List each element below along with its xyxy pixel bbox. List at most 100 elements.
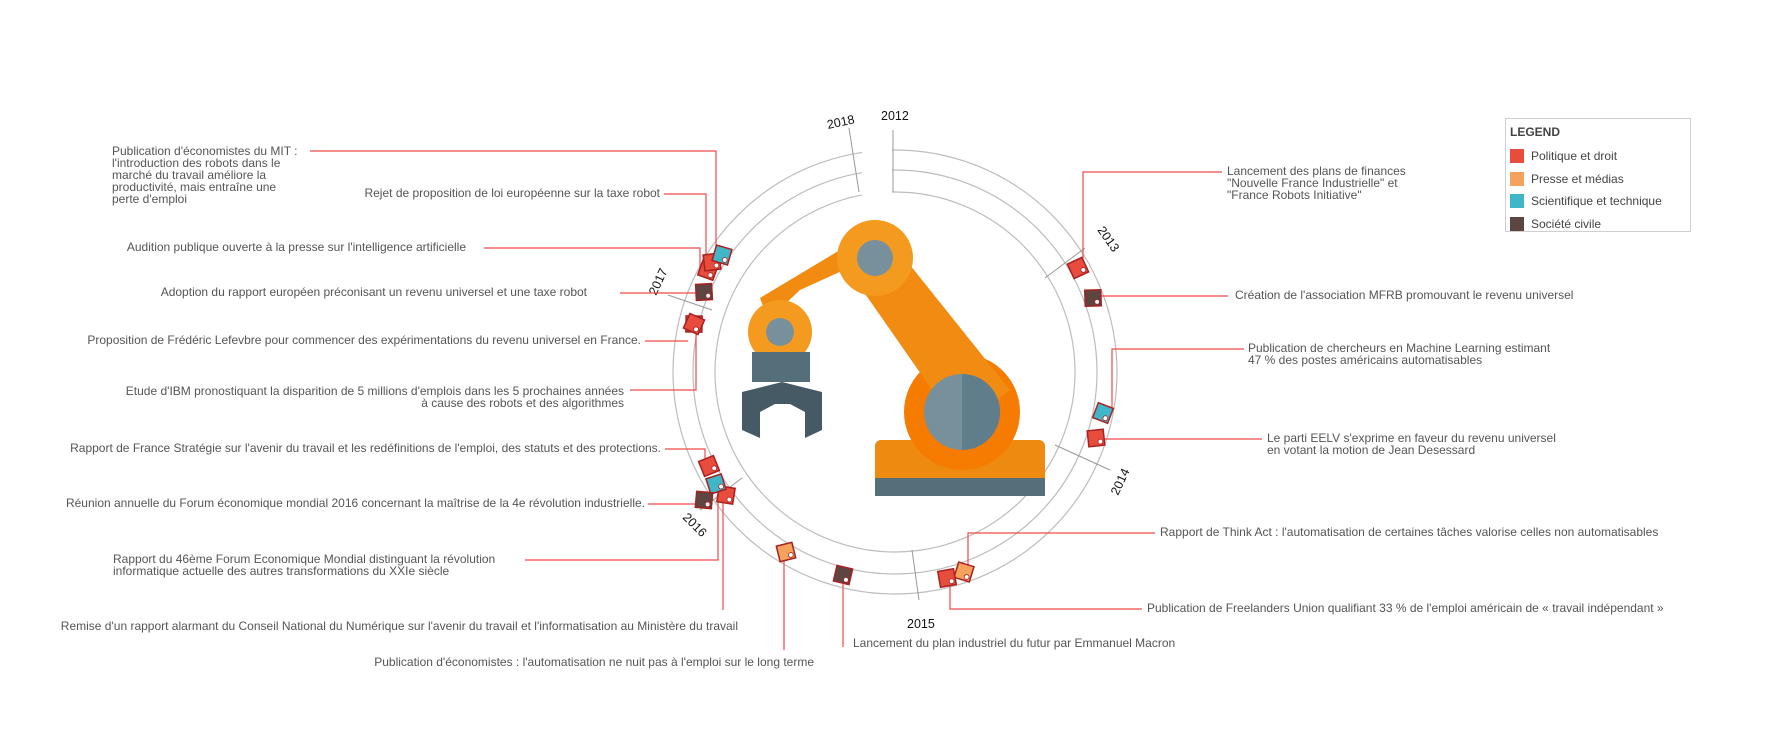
event-marker-e11[interactable] [694, 490, 714, 510]
robot-arm-icon [742, 220, 1045, 496]
legend-item-politique: Politique et droit [1510, 145, 1686, 168]
middle-ring [692, 169, 1098, 575]
year-2012: 2012 [881, 109, 909, 123]
event-marker-e5[interactable] [953, 561, 975, 583]
event-label-line: Publication de chercheurs en Machine Lea… [1248, 341, 1551, 355]
event-label-line: Rapport du 46ème Forum Economique Mondia… [113, 552, 495, 566]
legend-label: Scientifique et technique [1531, 194, 1662, 209]
event-label-e16: Audition publique ouverte à la presse su… [127, 240, 466, 254]
leader-line-e5 [967, 532, 1155, 568]
event-marker-e18[interactable] [711, 244, 733, 266]
event-label-e6: Publication de Freelanders Union qualifi… [1147, 601, 1664, 615]
leader-lines [310, 150, 1262, 650]
event-label-line: Lancement des plans de finances [1227, 164, 1406, 178]
event-label-e10: Rapport du 46ème Forum Economique Mondia… [113, 552, 495, 578]
event-marker-e2[interactable] [1083, 288, 1103, 308]
event-label-line: "Nouvelle France Industrielle" et [1227, 176, 1398, 190]
outer-ring [672, 149, 1118, 595]
leader-line-e17 [664, 193, 707, 258]
legend-label: Politique et droit [1531, 149, 1618, 164]
event-marker-e10[interactable] [704, 472, 728, 496]
leader-line-e13 [630, 330, 697, 391]
event-label-line: Lancement du plan industriel du futur pa… [853, 636, 1175, 650]
event-marker-e1[interactable] [1066, 256, 1090, 280]
event-marker-e8[interactable] [775, 541, 797, 563]
event-label-line: Le parti EELV s'exprime en faveur du rev… [1267, 431, 1556, 445]
event-marker-e6[interactable] [936, 567, 958, 589]
event-marker-e12[interactable] [697, 454, 721, 478]
year-2015: 2015 [907, 617, 935, 631]
event-label-e13: Etude d'IBM pronostiquant la disparition… [126, 384, 624, 410]
event-label-line: productivité, mais entraîne une [112, 180, 276, 194]
event-label-line: Création de l'association MFRB promouvan… [1235, 288, 1573, 302]
legend-box: LEGEND Politique et droit Presse et médi… [1505, 118, 1691, 232]
year-ticks [667, 127, 1111, 601]
event-label-e9: Remise d'un rapport alarmant du Conseil … [61, 619, 738, 633]
event-marker-e15[interactable] [694, 282, 714, 302]
tick-2013 [1044, 247, 1086, 279]
event-label-line: "France Robots Initiative" [1227, 188, 1362, 202]
event-label-e8: Publication d'économistes : l'automatisa… [374, 655, 814, 669]
leader-line-e3 [1111, 348, 1244, 410]
inner-ring [714, 191, 1076, 553]
event-marker-e3[interactable] [1091, 401, 1115, 425]
leader-line-e1 [1082, 171, 1222, 265]
event-label-e4: Le parti EELV s'exprime en faveur du rev… [1267, 431, 1556, 457]
event-label-line: marché du travail améliore la [112, 168, 266, 182]
event-marker-e7[interactable] [832, 564, 854, 586]
event-label-line: Publication de Freelanders Union qualifi… [1147, 601, 1664, 615]
event-label-line: Adoption du rapport européen préconisant… [161, 285, 588, 299]
legend-item-presse: Presse et médias [1510, 168, 1686, 191]
leader-line-e6 [949, 582, 1142, 610]
legend-item-societe: Société civile [1510, 213, 1686, 236]
leader-line-e10 [525, 490, 719, 561]
event-labels: Lancement des plans de finances"Nouvelle… [61, 144, 1664, 669]
leader-line-e16 [484, 247, 701, 268]
legend-label: Société civile [1531, 216, 1602, 231]
event-markers [682, 244, 1115, 589]
event-label-line: Remise d'un rapport alarmant du Conseil … [61, 619, 738, 633]
tick-2017 [667, 294, 713, 311]
event-label-e2: Création de l'association MFRB promouvan… [1235, 288, 1573, 302]
event-label-e14: Proposition de Frédéric Lefevbre pour co… [87, 333, 641, 347]
event-label-e17: Rejet de proposition de loi européenne s… [364, 186, 660, 200]
legend-title: LEGEND [1510, 125, 1561, 139]
year-2013: 2013 [1095, 224, 1122, 255]
event-label-line: Audition publique ouverte à la presse su… [127, 240, 466, 254]
event-label-line: Publication d'économistes du MIT : [112, 144, 298, 158]
tick-2015 [911, 549, 920, 601]
tick-2014 [1054, 444, 1111, 471]
event-label-line: Publication d'économistes : l'automatisa… [374, 655, 814, 669]
event-label-line: Proposition de Frédéric Lefevbre pour co… [87, 333, 641, 347]
tick-2018 [848, 127, 860, 193]
event-label-e12: Rapport de France Stratégie sur l'avenir… [70, 441, 661, 455]
year-2016: 2016 [680, 510, 710, 540]
legend-swatch [1510, 194, 1524, 209]
event-marker-e14[interactable] [682, 312, 706, 336]
event-label-line: à cause des robots et des algorithmes [421, 396, 624, 410]
leader-line-e18 [310, 150, 717, 250]
event-label-line: 47 % des postes américains automatisable… [1248, 353, 1482, 367]
event-label-line: en votant la motion de Jean Desessard [1267, 443, 1475, 457]
event-label-e3: Publication de chercheurs en Machine Lea… [1248, 341, 1551, 367]
year-gap [862, 140, 892, 200]
event-label-line: Rapport de Think Act : l'automatisation … [1160, 525, 1658, 539]
event-label-line: Rejet de proposition de loi européenne s… [364, 186, 660, 200]
year-2014: 2014 [1108, 466, 1132, 497]
legend-swatch [1510, 149, 1524, 164]
event-marker-e4[interactable] [1086, 428, 1106, 448]
legend-swatch [1510, 216, 1524, 231]
event-label-e7: Lancement du plan industriel du futur pa… [853, 636, 1175, 650]
event-label-e18: Publication d'économistes du MIT :l'intr… [112, 144, 298, 206]
legend-item-scientifique: Scientifique et technique [1510, 190, 1686, 213]
legend-swatch [1510, 171, 1524, 186]
event-label-line: Réunion annuelle du Forum économique mon… [66, 496, 645, 510]
leader-line-e12 [665, 448, 706, 462]
event-label-line: perte d'emploi [112, 192, 187, 206]
event-label-line: Etude d'IBM pronostiquant la disparition… [126, 384, 624, 398]
event-label-line: informatique actuelle des autres transfo… [113, 564, 450, 578]
event-label-e11: Réunion annuelle du Forum économique mon… [66, 496, 645, 510]
event-label-e5: Rapport de Think Act : l'automatisation … [1160, 525, 1658, 539]
